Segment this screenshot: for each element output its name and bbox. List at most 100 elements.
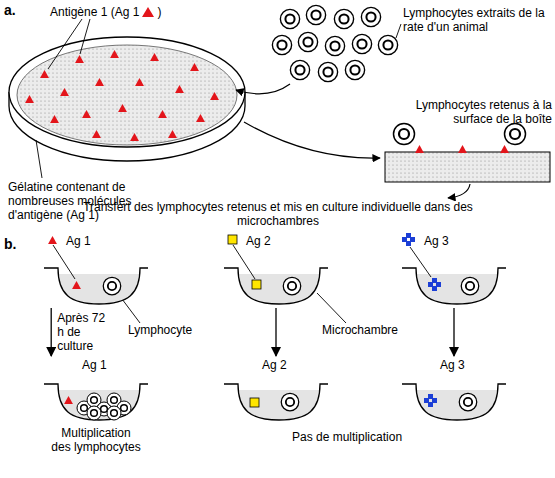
use-shape — [196, 114, 205, 122]
culture-arrow — [51, 308, 52, 356]
antigen-label: Ag 2 — [246, 234, 271, 248]
use-shape — [500, 145, 509, 153]
use-shape — [72, 281, 81, 289]
rect-shape — [385, 152, 550, 182]
use-shape — [283, 277, 301, 295]
microchamber-shape — [220, 232, 332, 308]
use-shape — [210, 92, 219, 100]
use-shape — [458, 145, 467, 153]
use-shape — [87, 406, 101, 420]
ellipse-shape — [9, 37, 245, 147]
ellipse-shape — [17, 45, 237, 145]
rect-shape — [406, 241, 411, 246]
use-shape — [50, 115, 59, 123]
retained-label: Lymphocytes retenus à la surface de la b… — [376, 98, 552, 126]
result-label: Pas de multiplication — [292, 430, 402, 444]
path-shape — [416, 390, 498, 420]
microchamber-label: Microchambre — [322, 323, 398, 337]
path-shape — [448, 184, 470, 198]
use-shape — [135, 78, 144, 86]
line-shape — [396, 24, 401, 38]
antigen-label: Ag 3 — [440, 358, 465, 372]
microchamber: Ag 1 — [40, 232, 152, 308]
polygon-shape — [142, 7, 154, 17]
path-shape — [244, 122, 380, 158]
use-shape — [290, 60, 309, 79]
antigen-label: Ag 3 — [424, 234, 449, 248]
part-letter: b. — [4, 236, 16, 252]
microchamber: Ag 2 — [220, 356, 332, 424]
g-shape — [428, 278, 441, 291]
use-shape — [150, 53, 159, 61]
antigen-label: Ag 2 — [262, 358, 287, 372]
use-shape — [64, 396, 73, 404]
line-shape — [80, 19, 90, 54]
use-shape — [130, 133, 139, 141]
use-shape — [48, 236, 57, 244]
line-shape — [410, 247, 431, 277]
use-shape — [318, 62, 337, 81]
use-shape — [352, 34, 371, 53]
line-shape — [48, 19, 82, 69]
leader-lines — [36, 19, 401, 323]
result-label: Multiplication des lymphocytes — [51, 426, 141, 454]
path-shape — [58, 274, 140, 304]
rect-shape — [432, 286, 437, 291]
antigen-triangles — [25, 50, 219, 141]
use-shape — [82, 110, 91, 118]
use-shape — [361, 7, 380, 26]
antigen-label: Antigène 1 (Ag 1 — [50, 5, 139, 19]
path-shape — [44, 268, 148, 304]
use-shape — [461, 277, 479, 295]
use-shape — [95, 78, 104, 86]
line-shape — [36, 140, 42, 178]
use-shape — [40, 70, 49, 78]
use-shape — [272, 35, 291, 54]
antigen-symbol — [142, 7, 156, 17]
microchamber-shape — [398, 232, 510, 308]
rect-shape — [252, 280, 261, 289]
line-shape — [233, 245, 255, 279]
path-shape — [224, 268, 328, 304]
g-shape — [424, 394, 437, 407]
edge-label: Après 72 h de culture — [57, 311, 109, 353]
lymphocyte-label: Lymphocyte — [128, 323, 192, 337]
use-shape — [505, 124, 526, 145]
use-shape — [110, 50, 119, 58]
use-shape — [345, 60, 364, 79]
antigen-label: Ag 1 — [66, 234, 91, 248]
rect-shape — [228, 235, 237, 244]
use-shape — [103, 277, 121, 295]
path-shape — [238, 390, 320, 420]
path-shape — [402, 268, 506, 304]
lymphocyte-cluster — [272, 5, 397, 81]
path-shape — [44, 384, 148, 420]
use-shape — [459, 393, 477, 411]
g-shape — [402, 233, 415, 246]
microchamber: Ag 1Multiplication des lymphocytes — [40, 356, 152, 460]
gelatine-slab — [385, 124, 550, 183]
microchamber: Ag 3 — [398, 356, 510, 424]
antigen-legend-row: Antigène 1 (Ag 1 ) — [50, 5, 161, 19]
use-shape — [158, 110, 167, 118]
cluster-label: Lymphocytes extraits de la rate d'un ani… — [403, 6, 553, 34]
use-shape — [168, 130, 177, 138]
path-shape — [238, 274, 320, 304]
line-shape — [317, 293, 346, 323]
use-shape — [298, 32, 317, 51]
use-shape — [281, 393, 299, 411]
microchamber-shape — [40, 232, 152, 308]
rect-shape — [250, 398, 259, 407]
line-shape — [53, 245, 75, 279]
antigen-label-end: ) — [157, 5, 161, 19]
use-shape — [107, 406, 121, 420]
microchamber: Ag 2 — [220, 232, 332, 308]
use-shape — [378, 35, 397, 54]
use-shape — [25, 95, 34, 103]
use-shape — [75, 55, 84, 63]
path-shape — [224, 384, 328, 420]
use-shape — [415, 145, 424, 153]
